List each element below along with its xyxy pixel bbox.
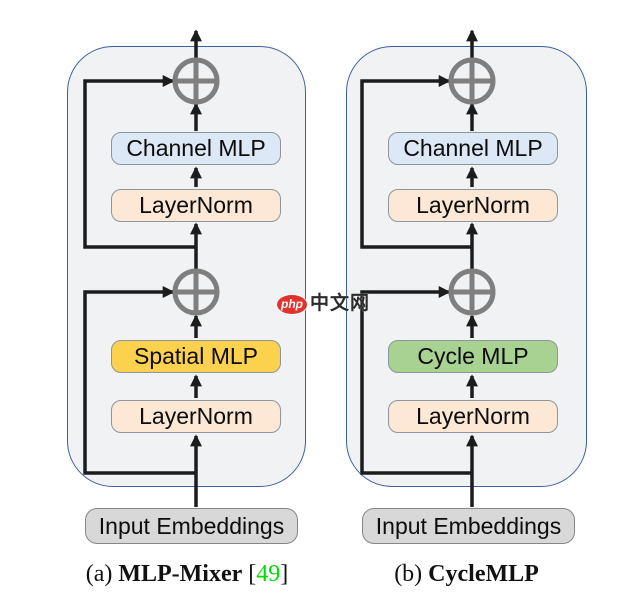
cycle-mlp-block: Cycle MLP [388,340,558,373]
caption-index: (a) [85,561,119,587]
caption-ref-open: [ [242,561,257,587]
skip-connection-upper [83,75,196,249]
add-operator-icon [172,57,220,105]
layernorm-block: LayerNorm [388,400,558,433]
layernorm-block: LayerNorm [388,189,558,222]
wires-panel-a [83,29,202,507]
caption-mlp-mixer: (a) MLP-Mixer [49] [67,561,307,591]
spatial-mlp-block: Spatial MLP [111,340,281,373]
channel-mlp-block: Channel MLP [111,132,281,165]
skip-connection-upper [360,75,472,249]
skip-connection-lower [83,286,196,475]
caption-name: CycleMLP [428,561,539,587]
skip-connection-lower [360,286,472,475]
add-operator-icon [448,268,496,316]
php-logo-icon: php [277,294,307,314]
watermark-site-text: 中文网 [310,293,371,314]
caption-name: MLP-Mixer [118,561,243,587]
wires-panel-b [360,29,478,507]
caption-ref-close: ] [280,561,289,587]
input-embeddings-block: Input Embeddings [85,508,298,544]
watermark: php 中文网 [277,294,370,314]
caption-index: (b) [394,561,429,587]
input-embeddings-block: Input Embeddings [362,508,575,544]
caption-ref-number: 49 [256,561,281,587]
add-operator-icon [172,268,220,316]
layernorm-block: LayerNorm [111,400,281,433]
channel-mlp-block: Channel MLP [388,132,558,165]
add-operator-icon [448,57,496,105]
caption-cyclemlp: (b) CycleMLP [346,561,587,591]
layernorm-block: LayerNorm [111,189,281,222]
